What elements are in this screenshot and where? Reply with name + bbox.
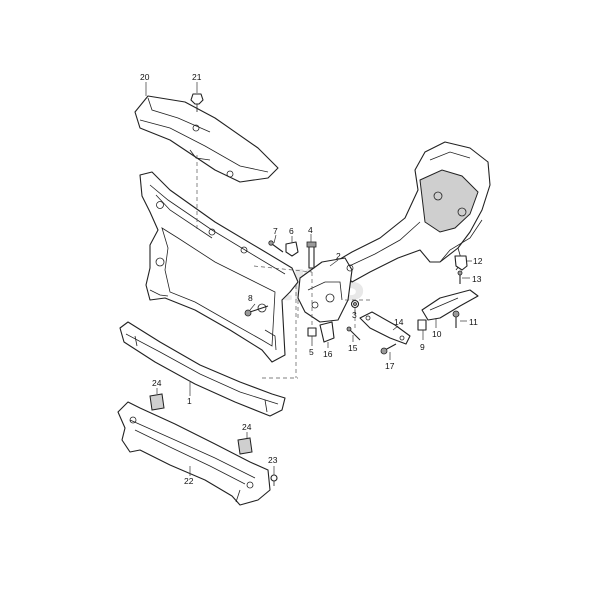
- callouts: 20 21 7 6 4 2 8 3 5 16 15 14 17 9 10 12 …: [140, 72, 483, 486]
- part-24-pad-right[interactable]: [237, 437, 253, 455]
- callout-22[interactable]: 22: [184, 476, 194, 486]
- part-4-bolt[interactable]: [306, 241, 317, 269]
- part-10-bracket[interactable]: [421, 289, 479, 321]
- part-24-pad-left[interactable]: [149, 393, 165, 411]
- part-8-bolt[interactable]: [244, 305, 269, 317]
- part-16-bracket[interactable]: [319, 321, 335, 343]
- part-7-bolt[interactable]: [268, 240, 284, 253]
- callout-1[interactable]: 1: [187, 396, 192, 406]
- part-17-bolt[interactable]: [380, 343, 397, 355]
- callout-24-left[interactable]: 24: [152, 378, 162, 388]
- callout-3[interactable]: 3: [352, 310, 357, 320]
- part-22-lower-carrier[interactable]: [117, 401, 271, 506]
- callout-17[interactable]: 17: [385, 361, 395, 371]
- part-14-strut[interactable]: [359, 311, 411, 345]
- callout-14[interactable]: 14: [394, 317, 404, 327]
- callout-12[interactable]: 12: [473, 256, 483, 266]
- side-member-chassis-rail[interactable]: [334, 141, 491, 283]
- callout-9[interactable]: 9: [420, 342, 425, 352]
- part-3-nut[interactable]: [350, 299, 360, 309]
- part-5-nut[interactable]: [307, 327, 317, 337]
- callout-2[interactable]: 2: [336, 251, 341, 261]
- callout-23[interactable]: 23: [268, 455, 278, 465]
- assembly-lines: [196, 155, 370, 379]
- part-2-bracket[interactable]: [297, 257, 354, 323]
- part-15-pin[interactable]: [346, 326, 361, 341]
- lock-carrier-front-panel[interactable]: [139, 171, 299, 363]
- part-21-clip[interactable]: [190, 93, 204, 112]
- callout-4[interactable]: 4: [308, 225, 313, 235]
- leader-lines: [145, 82, 472, 476]
- part-20-upper-cover[interactable]: [134, 95, 279, 183]
- part-9-clip[interactable]: [417, 319, 427, 331]
- callout-5[interactable]: 5: [309, 347, 314, 357]
- part-23-screw[interactable]: [270, 474, 278, 486]
- callout-24-right[interactable]: 24: [242, 422, 252, 432]
- part-6-clip[interactable]: [285, 241, 299, 257]
- callout-6[interactable]: 6: [289, 226, 294, 236]
- part-1-bumper-bar[interactable]: [119, 321, 286, 417]
- part-13-screw[interactable]: [457, 270, 463, 284]
- callout-7[interactable]: 7: [273, 226, 278, 236]
- callout-13[interactable]: 13: [472, 274, 482, 284]
- callout-21[interactable]: 21: [192, 72, 202, 82]
- callout-11[interactable]: 11: [469, 317, 478, 327]
- callout-16[interactable]: 16: [323, 349, 333, 359]
- callout-10[interactable]: 10: [432, 329, 442, 339]
- callout-8[interactable]: 8: [248, 293, 253, 303]
- part-11-bolt[interactable]: [452, 310, 460, 328]
- callout-20[interactable]: 20: [140, 72, 150, 82]
- callout-15[interactable]: 15: [348, 343, 358, 353]
- part-12-clip[interactable]: [454, 255, 468, 271]
